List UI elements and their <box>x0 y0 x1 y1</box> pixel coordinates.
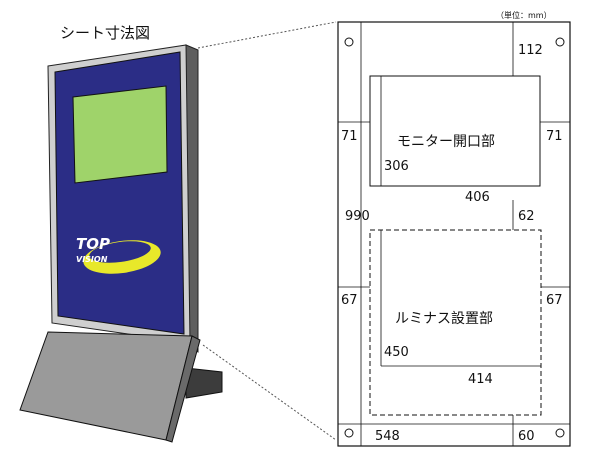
mount-hole-tr <box>555 37 565 47</box>
dim-side-left-upper: 71 <box>341 129 358 144</box>
mount-hole-tl <box>344 37 354 47</box>
mount-hole-br <box>555 428 565 438</box>
dim-total-height: 990 <box>345 209 370 224</box>
dim-total-width: 548 <box>375 429 400 444</box>
sheet-outline <box>337 21 571 447</box>
dim-luminous-height: 450 <box>384 345 409 360</box>
dim-gap-middle: 62 <box>518 209 535 224</box>
monitor-label: モニター開口部 <box>397 134 495 150</box>
dim-side-right-upper: 71 <box>546 129 563 144</box>
logo-swoosh-inner <box>89 241 151 263</box>
unit-label: （単位：mm） <box>496 10 552 20</box>
mount-hole-bl <box>344 428 354 438</box>
diagram-title: シート寸法図 <box>60 24 150 42</box>
dim-luminous-width: 414 <box>468 372 493 387</box>
dimension-lines <box>338 22 570 446</box>
guide-line-bottom <box>202 344 337 441</box>
dim-side-left-lower: 67 <box>341 293 358 308</box>
logo-text-vision: VISION <box>76 255 108 264</box>
guide-line-top <box>197 21 337 49</box>
dim-monitor-width: 406 <box>465 190 490 205</box>
dim-bottom-margin: 60 <box>518 429 535 444</box>
dim-monitor-height: 306 <box>384 159 409 174</box>
kiosk-base-side <box>165 335 201 443</box>
kiosk-base-front <box>19 331 193 441</box>
luminous-label: ルミナス設置部 <box>395 311 493 327</box>
dim-top-margin: 112 <box>518 43 543 58</box>
luminous-area <box>369 229 542 416</box>
dim-side-right-lower: 67 <box>546 293 563 308</box>
logo-text-top: TOP <box>76 235 110 253</box>
kiosk-screen <box>72 85 168 184</box>
